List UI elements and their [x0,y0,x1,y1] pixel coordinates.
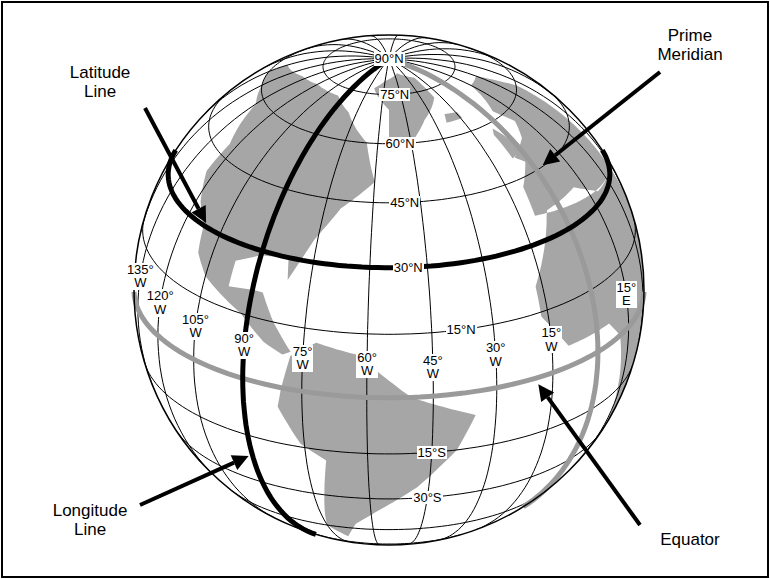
longitude-grid-line [367,59,389,545]
degree-label: 90° W [233,332,255,359]
degree-label: 30° W [485,341,507,368]
prime-meridian-line [389,59,598,507]
callout-arrow [145,108,199,209]
callout-label: Latitude Line [70,63,131,102]
degree-label: 15° W [541,326,563,353]
grid-lines [134,35,644,545]
callout-arrow [140,463,234,505]
degree-label: 75° W [292,345,314,372]
degree-label: 15°S [417,446,447,460]
degree-label: 120° W [146,289,175,316]
arrow-head [543,149,561,165]
longitude-grid-line [138,59,389,387]
longitude-grid-line [141,59,390,233]
latitude-line [168,150,610,267]
land-mass [278,343,476,536]
longitude-grid-line [194,59,389,518]
latitude-grid-line [168,150,610,267]
degree-label: 15°N [446,323,477,337]
longitude-grid-line [389,59,598,507]
longitude-grid-line [389,58,622,186]
degree-label: 105° W [181,313,210,340]
longitude-grid-line [389,59,553,530]
degree-label: 45° W [422,354,444,381]
callout-label: Longitude Line [53,501,128,540]
callout-label: Prime Meridian [657,26,722,65]
latitude-grid-line [209,92,570,203]
longitude-grid-line [389,59,643,340]
degree-label: 90°N [374,52,405,66]
highlighted-lines [134,59,644,534]
longitude-grid-line [389,59,433,544]
land-mass [198,65,375,355]
degree-label: 30°S [412,491,442,505]
arrow-head [192,205,207,223]
degree-label: 135° W [126,263,155,290]
degree-label: 30°N [393,261,424,275]
longitude-line [243,59,389,534]
callout-arrows [140,72,660,525]
latitude-grid-line [134,292,644,398]
arrow-head [538,384,554,402]
arrow-head [231,455,249,470]
degree-label: 60° W [356,351,378,378]
callout-arrow [548,397,640,525]
degree-label: 60°N [385,137,416,151]
callout-arrow [555,72,660,155]
degree-label: 75°N [379,88,410,102]
globe-outline [134,35,644,545]
longitude-grid-line [243,59,389,534]
longitude-grid-line [200,56,389,119]
degree-label: 45°N [389,196,420,210]
equator-line [134,292,644,398]
longitude-grid-line [389,59,497,540]
degree-label: 15° E [616,281,638,308]
latitude-grid-line [178,433,600,499]
longitude-grid-line [389,55,555,97]
callout-label: Equator [660,530,720,550]
